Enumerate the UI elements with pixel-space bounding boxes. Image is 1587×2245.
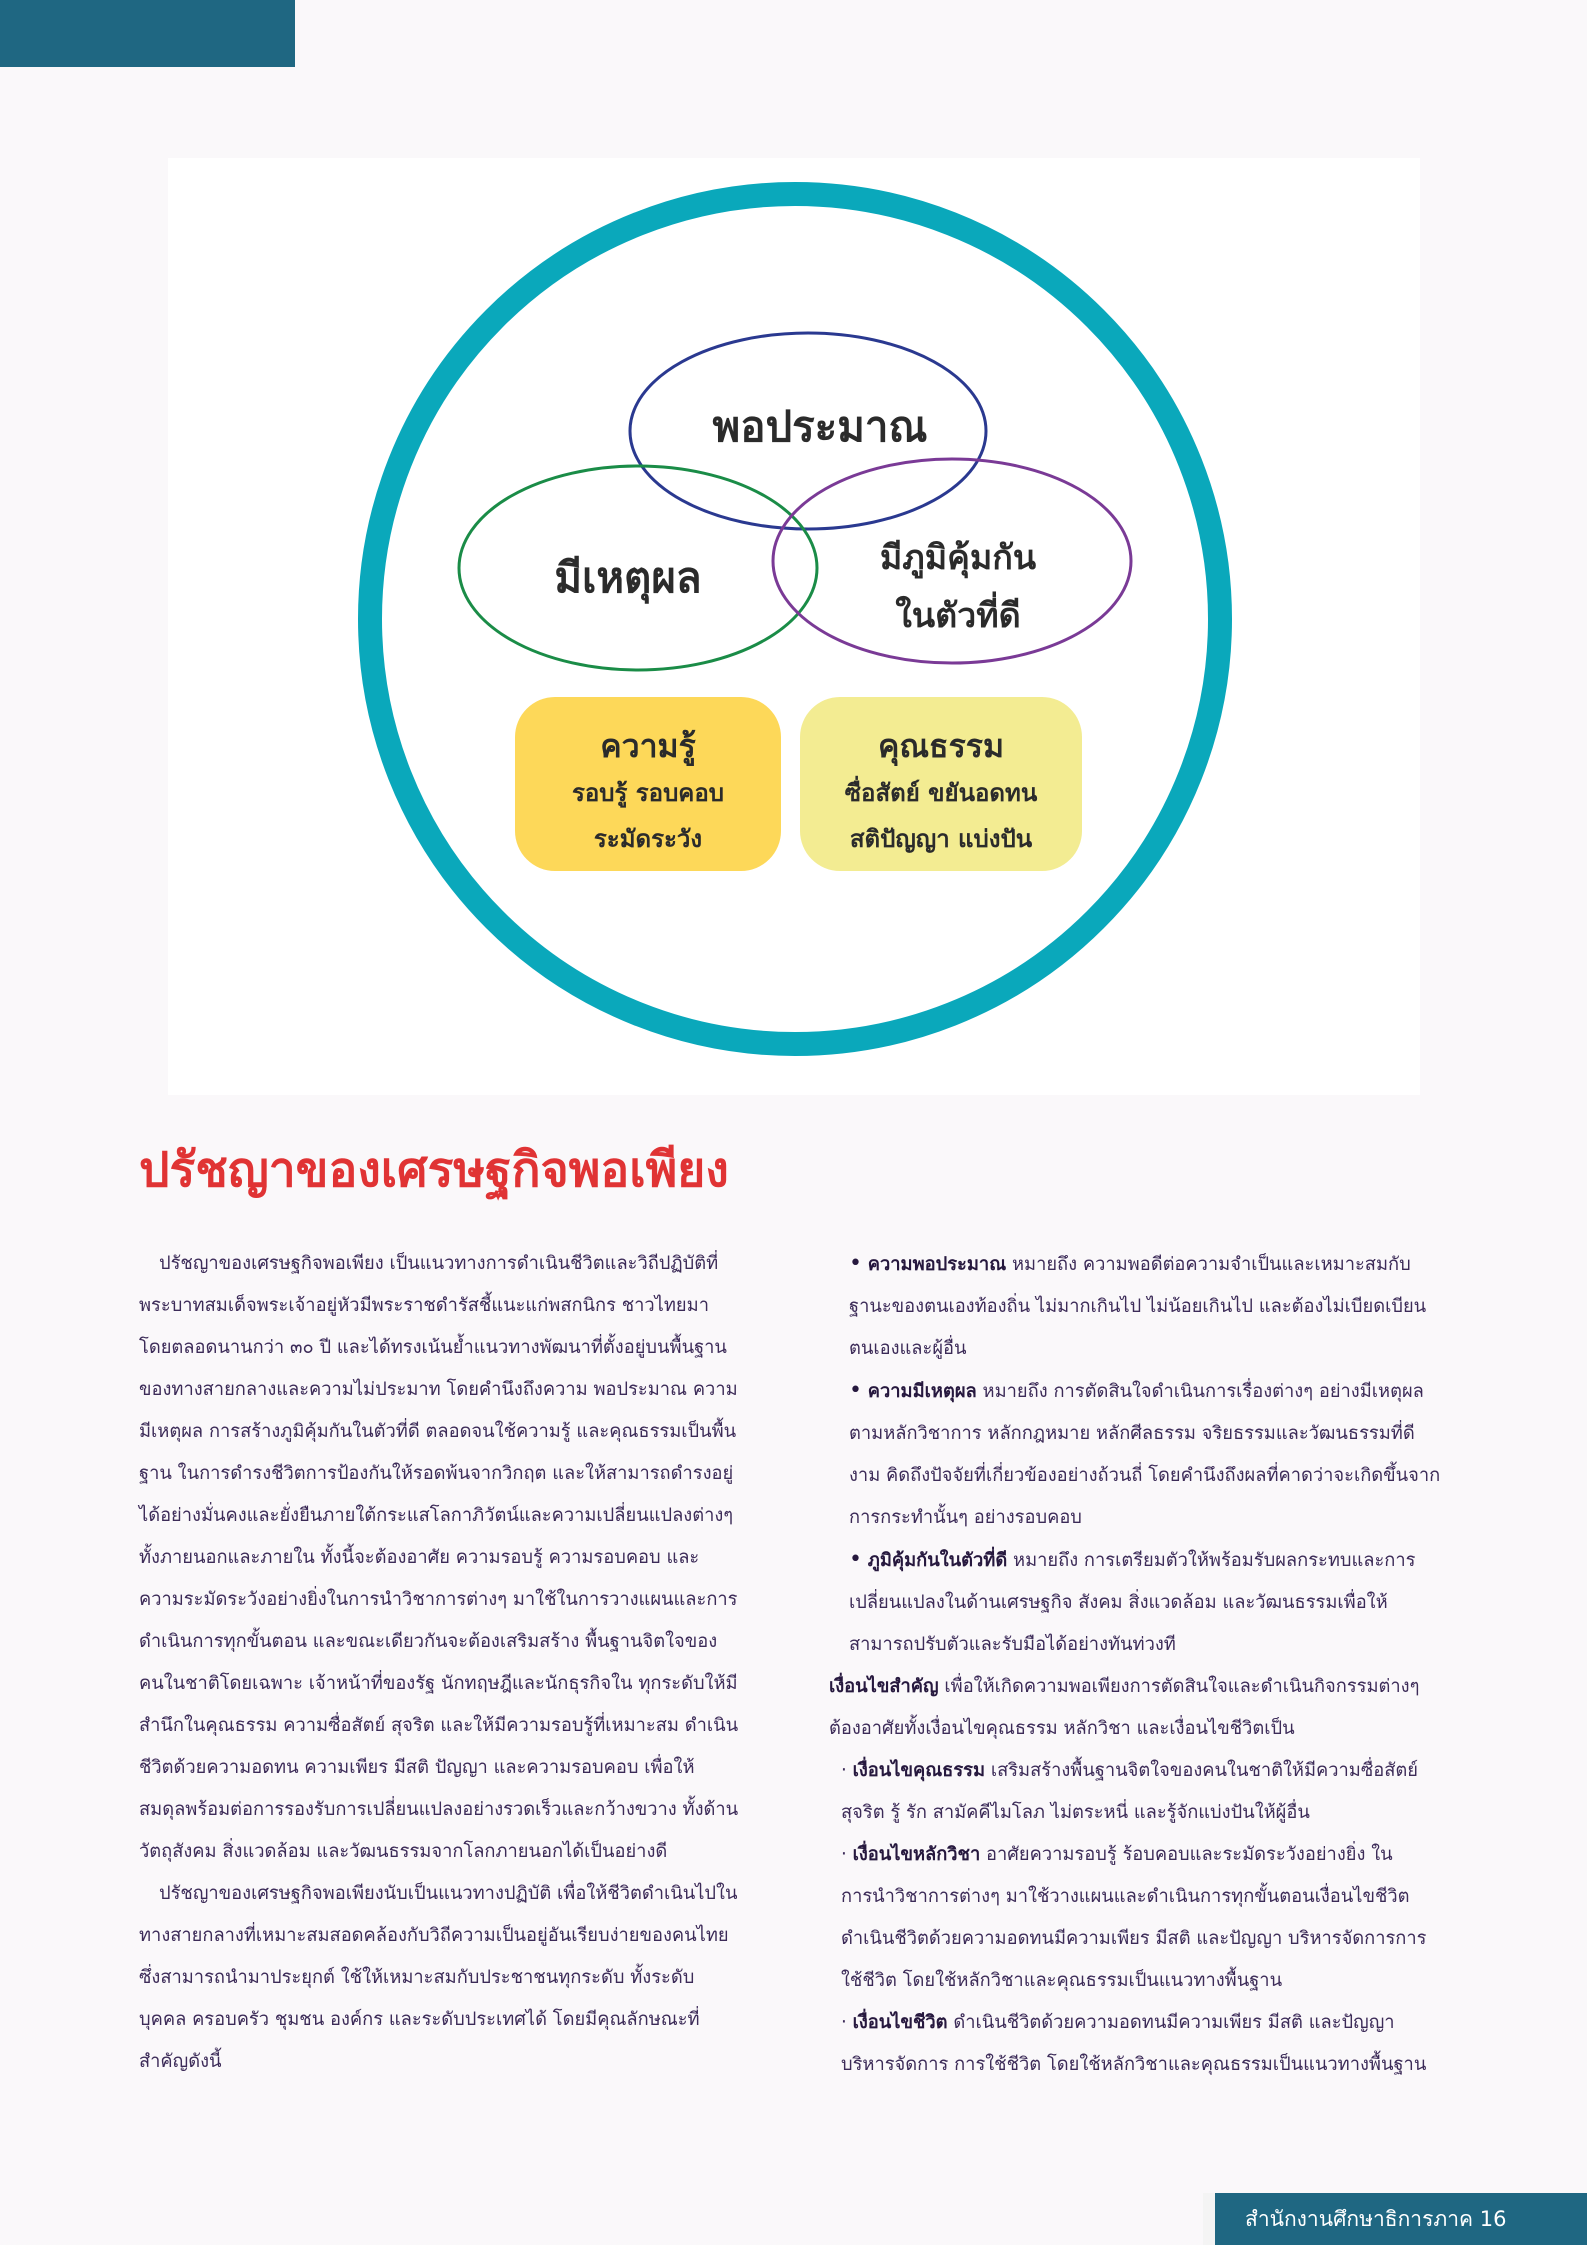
label-moderation: พอประมาณ: [713, 402, 928, 451]
sub-dot-icon: ·: [841, 2012, 847, 2033]
bullet-text: หมายถึง ความพอดีต่อความจำเป็นและเหมาะสมก…: [849, 1254, 1427, 1359]
sufficiency-economy-diagram: พอประมาณ มีเหตุผล มีภูมิคุ้มกัน ในตัวที่…: [358, 182, 1232, 1056]
footer-label: สำนักงานศึกษาธิการภาค 16: [1245, 2207, 1507, 2231]
sub-term: เงื่อนไขหลักวิชา: [852, 1844, 981, 1865]
paragraph-2: ปรัชญาของเศรษฐกิจพอเพียงนับเป็นแนวทางปฏิ…: [139, 1883, 738, 2072]
label-immunity-line1: มีภูมิคุ้มกัน: [880, 538, 1036, 579]
box-knowledge: [515, 697, 781, 871]
bullet-term: ความพอประมาณ: [867, 1254, 1007, 1275]
bullet-term: ภูมิคุ้มกันในตัวที่ดี: [867, 1550, 1008, 1571]
box-knowledge-title: ความรู้: [600, 727, 696, 767]
circle-immunity: [771, 457, 1133, 665]
sub-text: อาศัยความรอบรู้ ร้อบคอบและระมัดระวังอย่า…: [841, 1844, 1427, 1991]
sub-term: เงื่อนไขคุณธรรม: [852, 1760, 986, 1781]
bullet-dot-icon: •: [849, 1378, 862, 1403]
sub-term: เงื่อนไขชีวิต: [852, 2012, 948, 2033]
footer-bar: สำนักงานศึกษาธิการภาค 16: [1203, 2193, 1587, 2245]
label-immunity-line2: ในตัวที่ดี: [895, 591, 1021, 636]
box-knowledge-line2: ระมัดระวัง: [594, 825, 702, 853]
sub-dot-icon: ·: [841, 1844, 847, 1865]
bullet-dot-icon: •: [849, 1251, 862, 1276]
bullet-dot-icon: •: [849, 1547, 862, 1572]
key-conditions: เงื่อนไขสำคัญ เพื่อให้เกิดความพอเพียงการ…: [823, 1666, 1443, 1750]
sub-text: เสริมสร้างพื้นฐานจิตใจของคนในชาติให้มีคว…: [841, 1760, 1418, 1823]
header-accent-bar: [0, 0, 295, 67]
box-virtue-line1: ซื่อสัตย์ ขยันอดทน: [845, 775, 1038, 807]
footer-accent: [1203, 2193, 1215, 2245]
box-virtue-title: คุณธรรม: [878, 727, 1004, 767]
label-reasonableness: มีเหตุผล: [554, 553, 701, 604]
outer-ring: [358, 182, 1232, 1056]
section-heading: ปรัชญาของเศรษฐกิจพอเพียง: [139, 1142, 729, 1198]
right-column: • ความพอประมาณ หมายถึง ความพอดีต่อความจำ…: [823, 1243, 1443, 2086]
bullet-reasonableness: • ความมีเหตุผล หมายถึง การตัดสินใจดำเนิน…: [823, 1370, 1443, 1539]
circle-moderation: [628, 331, 988, 531]
sub-bullet-virtue: · เงื่อนไขคุณธรรม เสริมสร้างพื้นฐานจิตใจ…: [823, 1750, 1443, 1834]
bullet-term: ความมีเหตุผล: [867, 1381, 977, 1402]
sub-bullet-knowledge: · เงื่อนไขหลักวิชา อาศัยความรอบรู้ ร้อบค…: [823, 1834, 1443, 2002]
sub-bullet-life: · เงื่อนไขชีวิต ดำเนินชีวิตด้วยความอดทนม…: [823, 2002, 1443, 2086]
diagram-panel: พอประมาณ มีเหตุผล มีภูมิคุ้มกัน ในตัวที่…: [168, 158, 1420, 1095]
box-virtue: [800, 697, 1082, 871]
sub-dot-icon: ·: [841, 1760, 847, 1781]
key-text: เพื่อให้เกิดความพอเพียงการตัดสินใจและดำเ…: [829, 1676, 1420, 1739]
bullet-moderation: • ความพอประมาณ หมายถึง ความพอดีต่อความจำ…: [823, 1243, 1443, 1370]
bullet-text: หมายถึง การตัดสินใจดำเนินการเรื่องต่างๆ …: [849, 1381, 1441, 1528]
box-knowledge-line1: รอบรู้ รอบคอบ: [572, 779, 724, 808]
sub-text: ดำเนินชีวิตด้วยความอดทนมีความเพียร มีสติ…: [841, 2012, 1427, 2075]
box-virtue-line2: สติปัญญา แบ่งปัน: [850, 825, 1033, 853]
left-column: ปรัชญาของเศรษฐกิจพอเพียง เป็นแนวทางการดำ…: [139, 1243, 739, 2083]
paragraph-1: ปรัชญาของเศรษฐกิจพอเพียง เป็นแนวทางการดำ…: [139, 1253, 739, 1862]
key-term: เงื่อนไขสำคัญ: [829, 1676, 939, 1697]
bullet-text: หมายถึง การเตรียมตัวให้พร้อมรับผลกระทบแล…: [849, 1550, 1416, 1655]
circle-reasonableness: [457, 464, 819, 672]
bullet-immunity: • ภูมิคุ้มกันในตัวที่ดี หมายถึง การเตรีย…: [823, 1539, 1443, 1666]
